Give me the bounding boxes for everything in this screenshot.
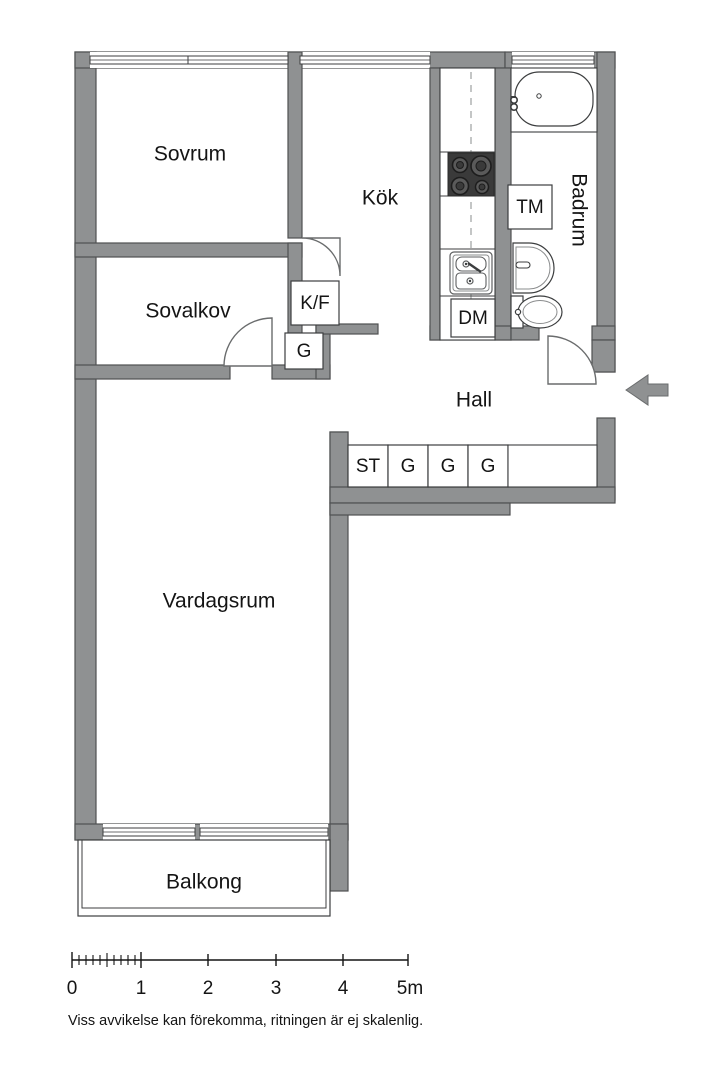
stove-icon: [447, 152, 495, 197]
appliance-label-tm: TM: [516, 197, 543, 218]
scale-label-0: 0: [67, 978, 78, 999]
wall-bathroom-bottom-right-jamb: [591, 325, 616, 341]
windows-group: [89, 55, 595, 837]
window-sovrum: [89, 55, 289, 65]
closet-label-kf: K/F: [300, 293, 330, 314]
scale-label-5m: 5m: [397, 978, 423, 999]
closet-row-extension: [507, 444, 598, 488]
closet-box-g-small: [284, 332, 324, 370]
window-badrum: [511, 55, 595, 65]
doors-group: [223, 237, 597, 891]
door-sovrum: [301, 237, 341, 277]
entrance-arrow-icon: [625, 374, 669, 406]
wall-exterior-right-upper: [596, 51, 616, 373]
appliance-label-dm: DM: [458, 308, 488, 329]
door-sovalkov: [223, 317, 273, 367]
window-balcony-right: [199, 827, 329, 837]
disclaimer: Viss avvikelse kan förekomma, ritningen …: [68, 1013, 423, 1029]
wall-sovrum-sovalkov: [74, 242, 303, 258]
bathroom-fixtures: [509, 67, 598, 329]
kitchen-sink-icon: [449, 251, 493, 295]
closet-box-g-hall-1: [387, 444, 429, 488]
wall-exterior-left: [74, 51, 97, 841]
wall-balcony-right-return: [329, 823, 349, 892]
closet-label-g-small: G: [297, 341, 312, 362]
room-label-sovalkov: Sovalkov: [145, 300, 231, 323]
boxes-group: [284, 184, 598, 488]
wall-sovrum-kok: [287, 51, 303, 239]
wall-kok-corridor: [429, 67, 441, 341]
room-label-balkong: Balkong: [166, 871, 242, 894]
scale-label-4: 4: [338, 978, 349, 999]
balcony-outline: [77, 839, 331, 917]
closet-label-g-hall-3: G: [481, 456, 496, 477]
wall-hall-bottom: [329, 486, 616, 504]
appliance-box-dm: [450, 298, 496, 338]
closet-label-g-hall-2: G: [441, 456, 456, 477]
closet-box-kf: [290, 280, 340, 326]
bathtub-icon: [509, 67, 598, 133]
scale-bar: [71, 952, 409, 968]
wall-closet-nook-shelf: [315, 323, 379, 335]
closet-box-st-hall: [347, 444, 389, 488]
room-label-hall: Hall: [456, 389, 492, 412]
kitchen-counter: [439, 67, 496, 341]
room-label-sovrum: Sovrum: [154, 143, 226, 166]
room-label-badrum: Badrum: [567, 173, 590, 247]
window-balcony-left: [102, 827, 196, 837]
washbasin-icon: [512, 242, 555, 294]
scale-label-1: 1: [136, 978, 147, 999]
room-label-kok: Kök: [362, 187, 399, 210]
toilet-icon: [510, 295, 563, 329]
wall-hall-bottom-step: [329, 502, 511, 516]
kitchen-fittings: [439, 67, 496, 341]
closet-box-g-hall-2: [427, 444, 469, 488]
scale-subticks: [78, 953, 136, 967]
wall-sovalkov-bottom: [74, 364, 231, 380]
wall-bathroom-right-notch: [591, 339, 616, 373]
closet-label-g-hall-1: G: [401, 456, 416, 477]
closet-box-g-hall-3: [467, 444, 509, 488]
appliance-box-tm: [507, 184, 553, 230]
door-badrum: [547, 335, 597, 385]
closet-label-st-hall: ST: [356, 456, 381, 477]
scale-label-3: 3: [271, 978, 282, 999]
wall-bathroom-bottom: [510, 325, 540, 341]
scale-label-2: 2: [203, 978, 214, 999]
window-kok: [299, 55, 431, 65]
room-label-vardagsrum: Vardagsrum: [163, 590, 276, 613]
